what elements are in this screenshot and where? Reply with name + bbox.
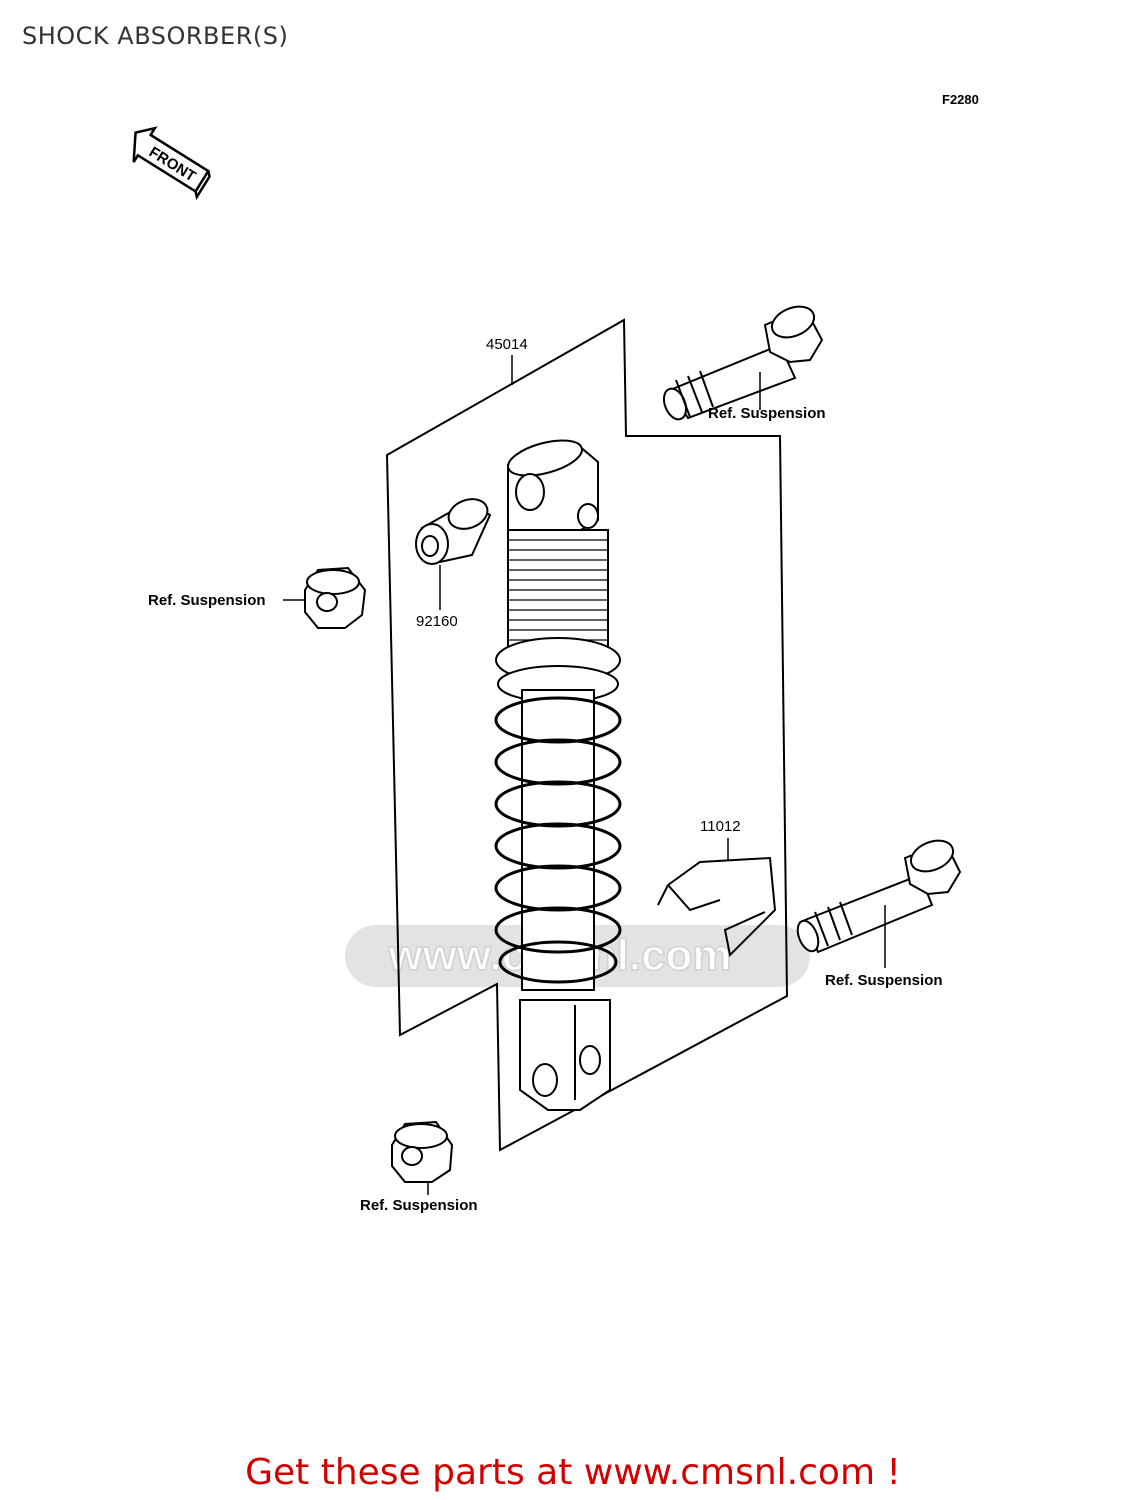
page-title: SHOCK ABSORBER(S) <box>22 22 289 50</box>
front-arrow-icon: FRONT <box>132 126 211 201</box>
diagram-id: F2280 <box>942 92 979 107</box>
part-number-11012: 11012 <box>700 818 741 835</box>
shock-absorber-icon <box>494 439 622 1111</box>
lower-bolt-icon <box>796 839 962 954</box>
part-number-92160: 92160 <box>416 613 458 630</box>
assembly-outline <box>385 318 789 1152</box>
ref-label-lower-bolt: Ref. Suspension <box>825 972 943 989</box>
bushing-icon <box>415 498 492 565</box>
lower-nut-icon <box>391 1120 454 1183</box>
ref-label-lower-nut: Ref. Suspension <box>360 1197 478 1214</box>
ref-label-upper-nut: Ref. Suspension <box>148 592 266 609</box>
upper-nut-icon <box>304 566 367 629</box>
footer-link[interactable]: Get these parts at www.cmsnl.com ! <box>245 1452 901 1493</box>
part-number-45014: 45014 <box>486 336 528 353</box>
ref-label-upper-bolt: Ref. Suspension <box>708 405 826 422</box>
clamp-icon <box>657 856 777 958</box>
upper-bolt-icon <box>662 305 824 421</box>
